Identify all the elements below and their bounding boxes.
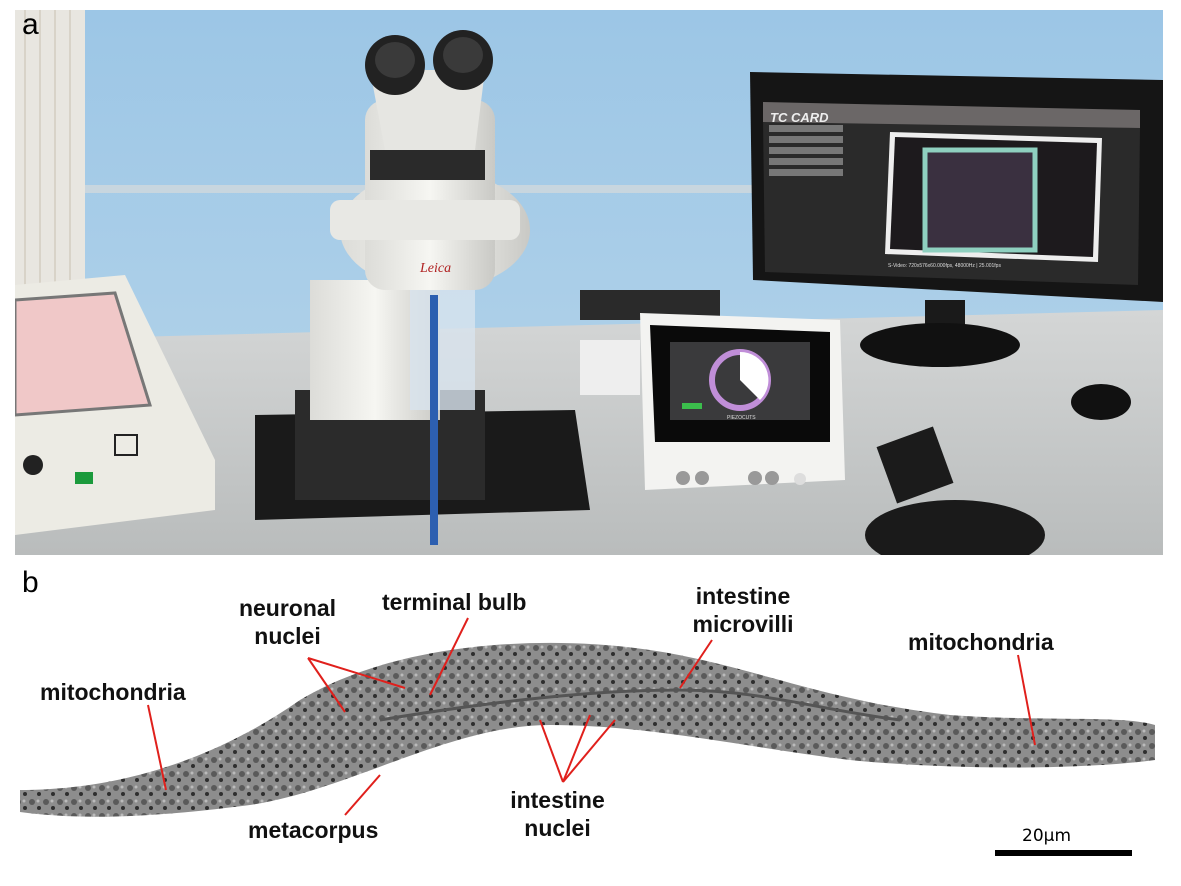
scale-bar [995,850,1132,856]
label-line: neuronal [238,595,337,621]
label-mitochondria-right: mitochondria [908,629,1054,655]
window-blind [15,10,85,310]
pointer-intestine-nuclei-3 [562,719,616,783]
worm-body [20,642,1155,817]
pointer-neuronal-nuclei-1 [307,657,346,713]
pointer-terminal-bulb [429,617,469,696]
label-line: intestine [695,583,791,609]
label-intestine-nuclei: intestine nuclei [490,786,625,842]
piezo-controller: PIEZOCUTS [640,313,845,490]
label-line: microvilli [692,611,794,637]
label-line: intestine [510,787,605,813]
pointer-mitochondria-right [1017,654,1036,746]
microscope: Leica [255,30,590,545]
monitor-app-title: TC CARD [770,110,829,125]
pointer-mitochondria-left [147,704,167,791]
label-terminal-bulb: terminal bulb [382,589,527,615]
monitor-status: S-Video: 720x576x60.000fps, 48000Hz | 25… [888,263,1001,269]
monitor: TC CARD S-Video: 720x576x60.000fps, 4800… [750,72,1163,367]
scale-bar-label: 20μm [1022,826,1072,846]
pointer-neuronal-nuclei-2 [307,657,406,689]
pointer-intestine-microvilli [679,639,713,689]
label-line: nuclei [524,815,591,841]
panel-b-letter: b [22,566,39,599]
worm-em-image [20,617,1155,817]
pointer-intestine-nuclei-1 [539,719,564,783]
label-line: nuclei [254,623,321,649]
pointer-metacorpus [344,774,381,816]
lab-setup-photo: Leica TC CARD S-Video: 720x576x60.000fps… [15,10,1163,555]
mouse [1071,384,1131,420]
label-intestine-microvilli: intestine microvilli [678,582,808,638]
label-neuronal-nuclei: neuronal nuclei [220,594,355,650]
pointer-intestine-nuclei-2 [562,714,591,783]
label-metacorpus: metacorpus [248,817,379,843]
panel-a-letter: a [22,8,39,41]
label-mitochondria-left: mitochondria [40,679,186,705]
microscope-brand: Leica [419,261,451,276]
left-control-unit [15,275,215,535]
controller-brand: PIEZOCUTS [727,415,756,421]
pointer-lines [147,617,1036,816]
